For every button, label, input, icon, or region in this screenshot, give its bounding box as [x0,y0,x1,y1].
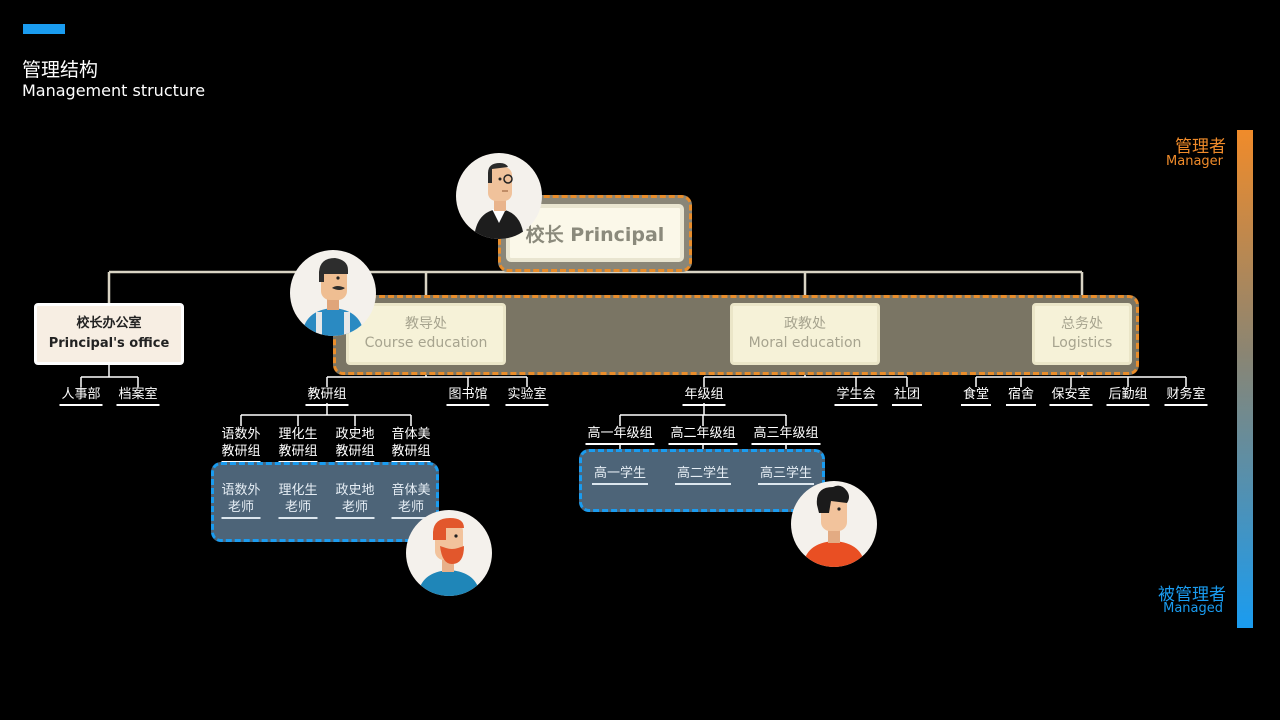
node-research-group: 教研组 [305,387,349,406]
students-group [579,449,825,512]
node-clubs: 社团 [891,387,923,406]
dept-logistics: 总务处 Logistics [1032,303,1132,365]
teacher-line2: 老师 [284,500,312,515]
research-group-item: 音体美 教研组 [391,426,431,463]
research-group-item: 理化生 教研组 [278,426,318,463]
principals-office-node: 校长办公室 Principal's office [34,303,184,365]
node-library: 图书馆 [446,387,490,406]
dept-course-education: 教导处 Course education [346,303,506,365]
research-group-item: 政史地 教研组 [335,426,375,463]
teacher-avatar [406,510,492,596]
dept-moral-education: 政教处 Moral education [730,303,880,365]
research-group-line2: 教研组 [278,444,318,459]
grade-group-item: 高三年级组 [751,426,821,445]
node-dormitory: 宿舍 [1005,387,1037,406]
research-group-line1: 语数外 [221,427,261,442]
node-logistics-team: 后勤组 [1106,387,1150,406]
page-subtitle: Management structure [22,81,206,100]
principal-avatar [456,153,542,239]
manager-label-cn: 管理者 [1175,137,1226,157]
dept-label-en: Logistics [1051,335,1113,351]
manager-label-en: Manager [1166,154,1223,169]
research-group-line1: 政史地 [335,427,375,442]
office-label-cn: 校长办公室 [76,316,142,331]
grade-group-item: 高二年级组 [668,426,738,445]
node-student-union: 学生会 [834,387,878,406]
research-group-line2: 教研组 [391,444,431,459]
managed-label-cn: 被管理者 [1158,585,1226,605]
teacher-line2: 老师 [227,500,255,515]
teacher-line1: 语数外 [221,483,261,498]
dept-label-cn: 教导处 [405,316,447,332]
dept-label-cn: 政教处 [784,316,826,332]
office-label-en: Principal's office [48,336,170,351]
teachers-group [211,462,439,542]
research-group-line2: 教研组 [221,444,261,459]
teacher-line2: 老师 [341,500,369,515]
research-group-line1: 音体美 [391,427,431,442]
student-item: 高三学生 [757,466,815,485]
page-title: 管理结构 [22,59,99,81]
teacher-line1: 政史地 [335,483,375,498]
node-hr: 人事部 [59,387,103,406]
teacher-item: 政史地 老师 [335,482,375,519]
node-security-room: 保安室 [1049,387,1093,406]
node-finance-room: 财务室 [1164,387,1208,406]
research-group-line1: 理化生 [278,427,318,442]
dept-label-en: Course education [364,335,488,351]
teacher-line1: 音体美 [391,483,431,498]
teacher-item: 理化生 老师 [278,482,318,519]
node-archives: 档案室 [116,387,160,406]
managed-label-en: Managed [1163,601,1223,616]
accent-bar [23,24,65,34]
node-canteen: 食堂 [960,387,992,406]
node-laboratory: 实验室 [505,387,549,406]
teacher-item: 语数外 老师 [221,482,261,519]
research-group-item: 语数外 教研组 [221,426,261,463]
student-item: 高二学生 [674,466,732,485]
director-avatar [290,250,376,336]
teacher-item: 音体美 老师 [391,482,431,519]
node-grade-group: 年级组 [682,387,726,406]
grade-group-item: 高一年级组 [585,426,655,445]
dept-label-en: Moral education [748,335,862,351]
principal-node: 校长 Principal [506,204,684,262]
teacher-line1: 理化生 [278,483,318,498]
dept-label-cn: 总务处 [1061,316,1103,332]
authority-scale-bar [1237,130,1253,628]
research-group-line2: 教研组 [335,444,375,459]
teacher-line2: 老师 [397,500,425,515]
student-avatar [791,481,877,567]
student-item: 高一学生 [591,466,649,485]
